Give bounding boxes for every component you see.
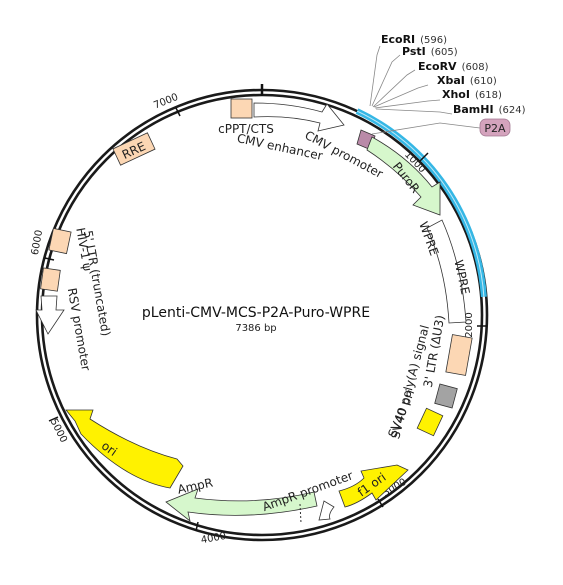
p2a-callout: P2A: [479, 118, 511, 137]
f1-ori-arrow: [338, 464, 409, 508]
tick-4000: [195, 521, 199, 532]
leader-p2a: [371, 122, 481, 135]
leader-psti: [371, 54, 401, 107]
tick-5000: [48, 416, 59, 422]
site-bamhi: BamHI(624): [453, 103, 526, 116]
ampr-arrow: [165, 488, 318, 523]
restriction-sites: EcoRI(596) PstI(605) EcoRV(608) XbaI(610…: [381, 33, 526, 116]
tick-label-4000: 4000: [200, 531, 227, 546]
p2a-badge-label: P2A: [484, 122, 506, 135]
tick-6000: [44, 257, 55, 261]
plasmid-size: 7386 bp: [235, 323, 276, 334]
leader-ecorv: [372, 69, 416, 108]
tick-label-2000: 2000: [464, 312, 475, 337]
sv40-ori-box: [416, 407, 444, 437]
site-ecori: EcoRI(596): [381, 33, 447, 46]
puror-arrow: [366, 136, 441, 216]
hiv-psi-box: [48, 227, 72, 255]
tick-label-5000: 5000: [48, 417, 69, 445]
plasmid-title: pLenti-CMV-MCS-P2A-Puro-WPRE: [142, 305, 370, 321]
site-ecorv: EcoRV(608): [418, 60, 489, 73]
site-xhoi: XhoI(618): [442, 88, 502, 101]
tick-1000: [419, 152, 429, 162]
site-xbai: XbaI(610): [437, 74, 497, 87]
sv40-ori-label: SV40 ori: [385, 387, 417, 439]
cmv-enhancer-box: [230, 98, 253, 119]
cppt-label: cPPT/CTS: [218, 122, 274, 136]
sv40-polya-box: [434, 383, 458, 409]
rsv-promoter-arrow: [35, 295, 65, 335]
leader-xbai: [373, 84, 429, 108]
ori-arrow: [65, 409, 184, 489]
tick-label-6000: 6000: [30, 229, 45, 256]
ampr-dotted-divider: [299, 503, 302, 524]
ltr5-box: [40, 267, 61, 292]
tick-3000: [377, 498, 384, 508]
leader-xhoi: [374, 99, 441, 109]
cmv-promoter-arrow: [253, 102, 345, 132]
tick-7000: [175, 107, 181, 117]
ltr3-box: [445, 334, 473, 376]
leader-ecori: [369, 45, 381, 107]
restriction-site-leaders: [369, 45, 481, 135]
p2a-badge: [479, 118, 511, 137]
wpre-box: [426, 219, 467, 324]
ampr-promoter-arrow: [318, 500, 335, 521]
rsv-promoter-label: RSV promoter: [65, 287, 93, 372]
leader-bamhi: [375, 108, 453, 115]
mcs-highlight-arc-center: [356, 110, 485, 297]
rre-box: [112, 132, 156, 166]
site-psti: PstI(605): [402, 45, 458, 58]
